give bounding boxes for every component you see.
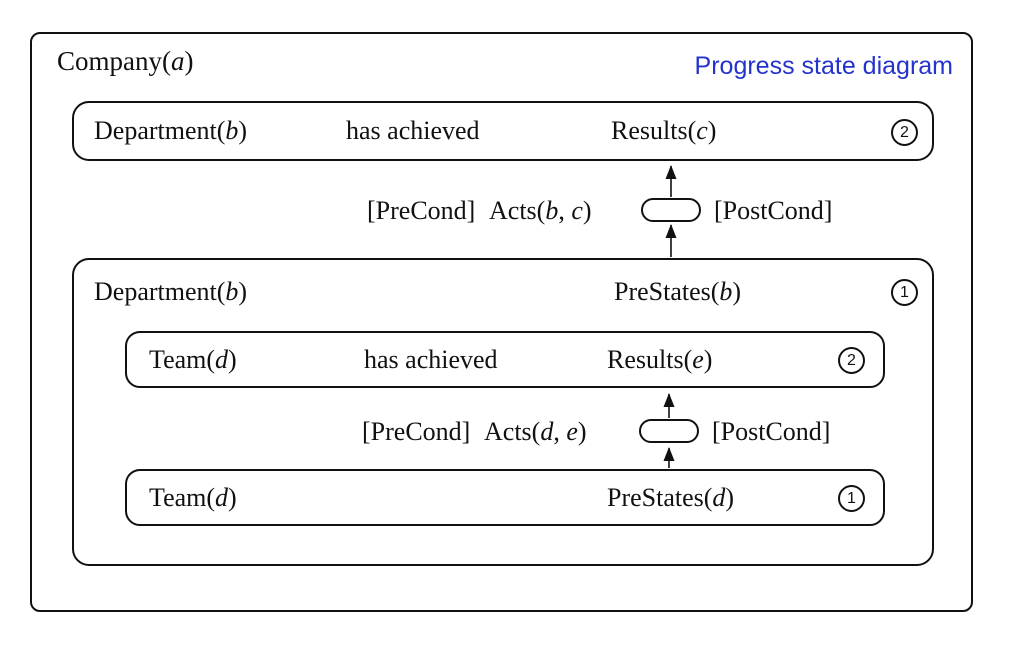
dept-results-entity-label: Department(b): [94, 116, 248, 145]
dept-results-result-label: Results(c): [611, 116, 717, 145]
team-prestates-box: Team(d) PreStates(d) 1: [125, 469, 885, 526]
acts-team-transition-pill: [639, 419, 699, 443]
acts-dept-label: Acts(b, c): [489, 196, 592, 225]
state-badge-1: 1: [891, 279, 918, 306]
team-state-badge-1: 1: [838, 485, 865, 512]
acts-dept-postcond-label: [PostCond]: [714, 196, 833, 225]
acts-team-postcond-label: [PostCond]: [712, 417, 831, 446]
team-prestates-state-label: PreStates(d): [607, 483, 735, 512]
team-results-entity-label: Team(d): [149, 345, 237, 374]
acts-team-label: Acts(d, e): [484, 417, 587, 446]
team-results-box: Team(d) has achieved Results(e) 2: [125, 331, 885, 388]
dept-results-relation-label: has achieved: [346, 116, 480, 145]
team-prestates-entity-label: Team(d): [149, 483, 237, 512]
acts-team-precond-label: [PreCond]: [362, 417, 471, 446]
diagram-title: Progress state diagram: [694, 52, 953, 80]
dept-results-box: Department(b) has achieved Results(c) 2: [72, 101, 934, 161]
company-label: Company(a): [57, 46, 194, 76]
acts-dept-transition-pill: [641, 198, 701, 222]
state-badge-2: 2: [891, 119, 918, 146]
acts-dept-precond-label: [PreCond]: [367, 196, 476, 225]
team-state-badge-2: 2: [838, 347, 865, 374]
team-results-relation-label: has achieved: [364, 345, 498, 374]
dept-prestates-state-label: PreStates(b): [614, 277, 742, 306]
dept-prestates-entity-label: Department(b): [94, 277, 248, 306]
team-results-result-label: Results(e): [607, 345, 713, 374]
